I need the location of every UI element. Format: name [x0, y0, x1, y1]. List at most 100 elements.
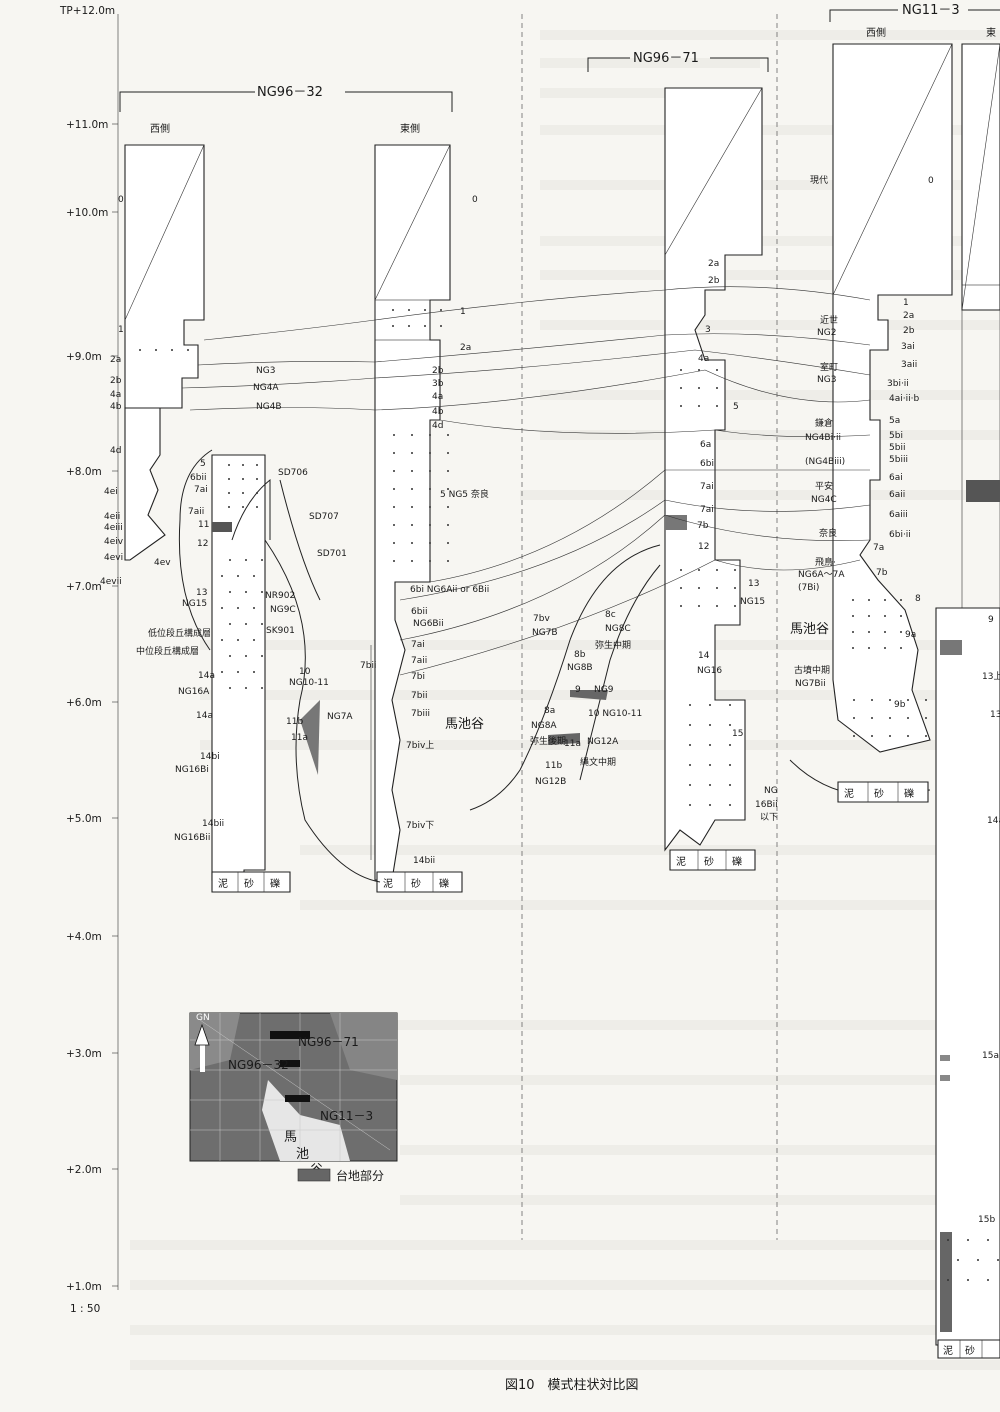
sand-texture-dot	[709, 804, 711, 806]
ng96-71-layer-label: NG8C	[605, 624, 631, 634]
ng11-3-layer-label: 2a	[903, 311, 914, 321]
sand-texture-dot	[229, 655, 231, 657]
ng96-32-east-layer-label: NR902	[265, 591, 295, 601]
ng96-32-west-layer-label: 14bii	[202, 819, 224, 829]
ng11-3-layer-label: 3ai	[901, 342, 915, 352]
sand-texture-dot	[447, 434, 449, 436]
sand-texture-dot	[868, 599, 870, 601]
ng11-3-layer-label: NG2	[817, 328, 836, 338]
sand-texture-dot	[393, 542, 395, 544]
sand-texture-dot	[852, 599, 854, 601]
ng11-3-layer-label: 5bi	[889, 431, 903, 441]
ng96-32-west-layer-label: 14bi	[200, 752, 220, 762]
sand-texture-dot	[868, 647, 870, 649]
sand-texture-dot	[411, 470, 413, 472]
ng11-3-layer-label: 2b	[903, 326, 915, 336]
elevation-label: +10.0m	[66, 207, 108, 219]
sand-texture-dot	[440, 309, 442, 311]
sand-texture-dot	[900, 647, 902, 649]
ng96-32-west-layer-label: 14a	[198, 671, 215, 681]
sand-texture-dot	[698, 369, 700, 371]
ng96-32-west-layer-label: NG15	[182, 599, 207, 609]
sand-texture-dot	[709, 744, 711, 746]
ng11-3-layer-label: 7a	[873, 543, 884, 553]
correlation-lines	[178, 286, 871, 676]
ng11-3-layer-label: (7Bi)	[798, 583, 819, 593]
ng11-3-layer-label: 13	[990, 710, 1000, 720]
section-title: NG96－32	[257, 85, 323, 100]
elevation-label: +1.0m	[66, 1281, 102, 1293]
sand-texture-dot	[698, 387, 700, 389]
sand-texture-dot	[393, 560, 395, 562]
grain-legend-sand: 砂	[411, 877, 421, 890]
elevation-label: +11.0m	[66, 119, 108, 131]
ng96-71-layer-label: NG9	[594, 685, 614, 695]
elevation-label: +9.0m	[66, 351, 102, 363]
sand-texture-dot	[698, 605, 700, 607]
sand-texture-dot	[447, 488, 449, 490]
ng96-32-west-layer-label: 6bii	[190, 473, 206, 483]
ng11-3-layer-label: 15b	[978, 1215, 995, 1225]
grain-legend-mud: 泥	[844, 787, 854, 800]
bleed-through-text	[540, 125, 990, 135]
elevation-label: +4.0m	[66, 931, 102, 943]
ng11-3-layer-label: 4ai·ii·b	[889, 394, 919, 404]
ng96-71-layer-label: 7bv	[533, 614, 550, 624]
sand-texture-dot	[709, 704, 711, 706]
sand-texture-dot	[408, 325, 410, 327]
sand-texture-dot	[237, 639, 239, 641]
ng96-71-layer-label: 11a	[564, 739, 581, 749]
sand-texture-dot	[680, 605, 682, 607]
sand-texture-dot	[393, 434, 395, 436]
elevation-label: +8.0m	[66, 466, 102, 478]
scale-label: 1 : 50	[70, 1303, 100, 1315]
sand-texture-dot	[716, 605, 718, 607]
sand-texture-dot	[221, 575, 223, 577]
sand-texture-dot	[393, 452, 395, 454]
sand-texture-dot	[242, 492, 244, 494]
sand-texture-dot	[716, 587, 718, 589]
ng96-32-west-layer-label: 7aii	[188, 507, 204, 517]
ng96-32-east-layer-label: 6bi NG6Aii or 6Bii	[410, 585, 489, 595]
bleed-through-text	[400, 1075, 1000, 1085]
grain-legend-mud: 泥	[676, 855, 686, 868]
ng96-71-layer-label: 13	[748, 579, 759, 589]
sand-texture-dot	[411, 452, 413, 454]
figure-caption: 図10 模式柱状対比図	[505, 1378, 639, 1393]
sand-texture-dot	[925, 735, 927, 737]
ng96-71-layer-label: NG12B	[535, 777, 566, 787]
ng96-32-west-layer-label: 1	[118, 325, 124, 335]
sand-texture-dot	[393, 470, 395, 472]
sand-texture-dot	[256, 506, 258, 508]
ng96-71-layer-label: NG8A	[531, 721, 557, 731]
ng96-71-layer-label: 8b	[574, 650, 586, 660]
valley-label: 馬池谷	[445, 717, 484, 732]
ng96-71-layer-label: NG	[764, 786, 778, 796]
sand-texture-dot	[245, 687, 247, 689]
sand-texture-dot	[229, 687, 231, 689]
ng96-71-layer-label: NG12A	[587, 737, 619, 747]
sand-texture-dot	[709, 764, 711, 766]
sand-texture-dot	[424, 309, 426, 311]
sand-texture-dot	[716, 369, 718, 371]
sand-texture-dot	[689, 764, 691, 766]
sand-texture-dot	[221, 671, 223, 673]
sand-texture-dot	[925, 717, 927, 719]
sand-texture-dot	[155, 349, 157, 351]
ng96-32-east-layer-label: 5 NG5 奈良	[440, 488, 489, 500]
ng96-71-layer-label: 7aii	[700, 505, 716, 515]
ng96-32-west-layer-label: 4evii	[100, 577, 122, 587]
sand-texture-dot	[429, 506, 431, 508]
sand-texture-dot	[245, 623, 247, 625]
bleed-through-text	[540, 430, 1000, 440]
sand-texture-dot	[947, 1239, 949, 1241]
sand-texture-dot	[229, 591, 231, 593]
sand-texture-dot	[689, 804, 691, 806]
ng96-32-west-layer-label: 7ai	[194, 485, 208, 495]
ng96-32-east-layer-label: 4b	[432, 407, 444, 417]
bleed-through-text	[300, 845, 1000, 855]
sand-texture-dot	[734, 587, 736, 589]
sand-texture-dot	[884, 615, 886, 617]
sand-texture-dot	[907, 735, 909, 737]
ng96-32-west-layer-label: 11	[198, 520, 209, 530]
